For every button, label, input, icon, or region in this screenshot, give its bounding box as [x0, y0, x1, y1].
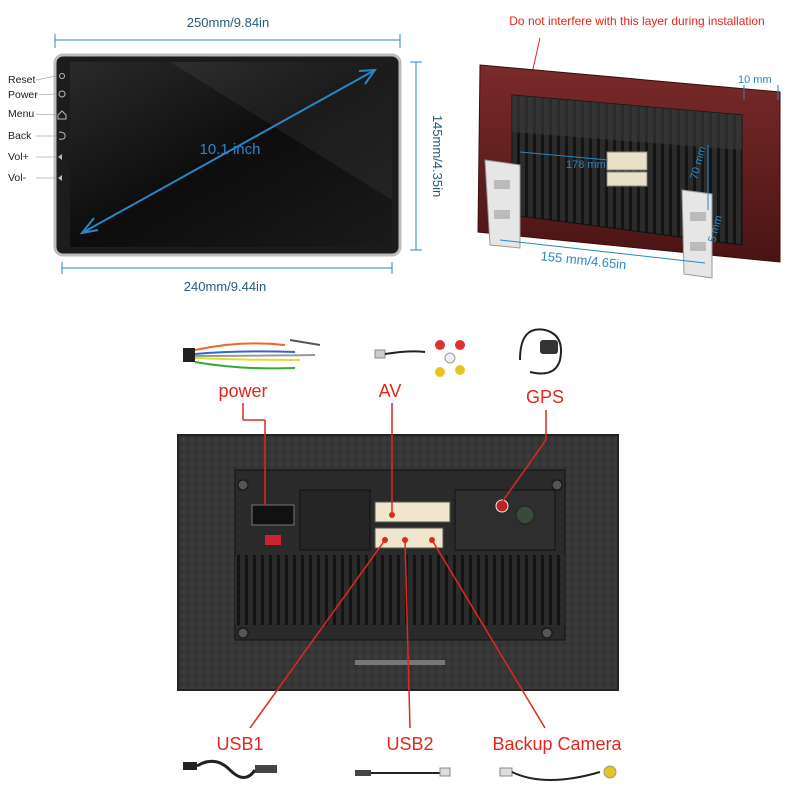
usb-ports — [374, 527, 444, 549]
av-port — [374, 501, 451, 523]
back-view: Do not interfere with this layer during … — [477, 14, 781, 279]
label-power: Power — [8, 89, 38, 101]
label-usb2: USB2 — [386, 734, 433, 754]
gps-port — [495, 499, 509, 513]
label-av: AV — [379, 381, 402, 401]
front-height-label: 145mm/4.35in — [430, 115, 445, 197]
power-port — [251, 504, 295, 526]
leader-lines — [242, 403, 547, 729]
label-vol-up: Vol+ — [8, 151, 29, 163]
label-menu: Menu — [8, 108, 34, 120]
label-reset: Reset — [8, 74, 36, 86]
label-gps: GPS — [526, 387, 564, 407]
usb2-cable-icon — [355, 767, 451, 777]
front-bottom-label: 240mm/9.44in — [184, 279, 266, 294]
back-bottom-label: 155 mm/4.65in — [540, 248, 627, 272]
label-power: power — [218, 381, 267, 401]
depth-label: 10 mm — [738, 74, 772, 86]
power-harness-icon — [183, 339, 321, 370]
label-backup-camera: Backup Camera — [492, 734, 622, 754]
diagonal-label: 10.1 inch — [200, 141, 261, 158]
av-cable-icon — [374, 340, 465, 377]
camera-cable-icon — [499, 765, 617, 781]
rear-panel — [177, 434, 619, 691]
front-width-label: 250mm/9.84in — [187, 15, 269, 30]
head-unit-screen — [70, 62, 392, 247]
gps-antenna-icon — [519, 328, 562, 375]
label-vol-down: Vol- — [8, 172, 27, 184]
back-width-label: 178 mm — [566, 159, 606, 171]
side-button-labels: Reset Power Menu Back Vol+ Vol- — [8, 74, 57, 184]
side-button-icons — [57, 73, 67, 181]
warning-label: Do not interfere with this layer during … — [509, 14, 764, 28]
connector-block — [606, 151, 648, 171]
label-usb1: USB1 — [216, 734, 263, 754]
bracket-left — [484, 159, 521, 249]
front-view: 250mm/9.84in 10.1 inch Reset Power Menu … — [8, 15, 445, 294]
label-back: Back — [8, 130, 32, 142]
diagonal-arrow — [81, 69, 376, 234]
usb1-cable-icon — [183, 759, 277, 779]
